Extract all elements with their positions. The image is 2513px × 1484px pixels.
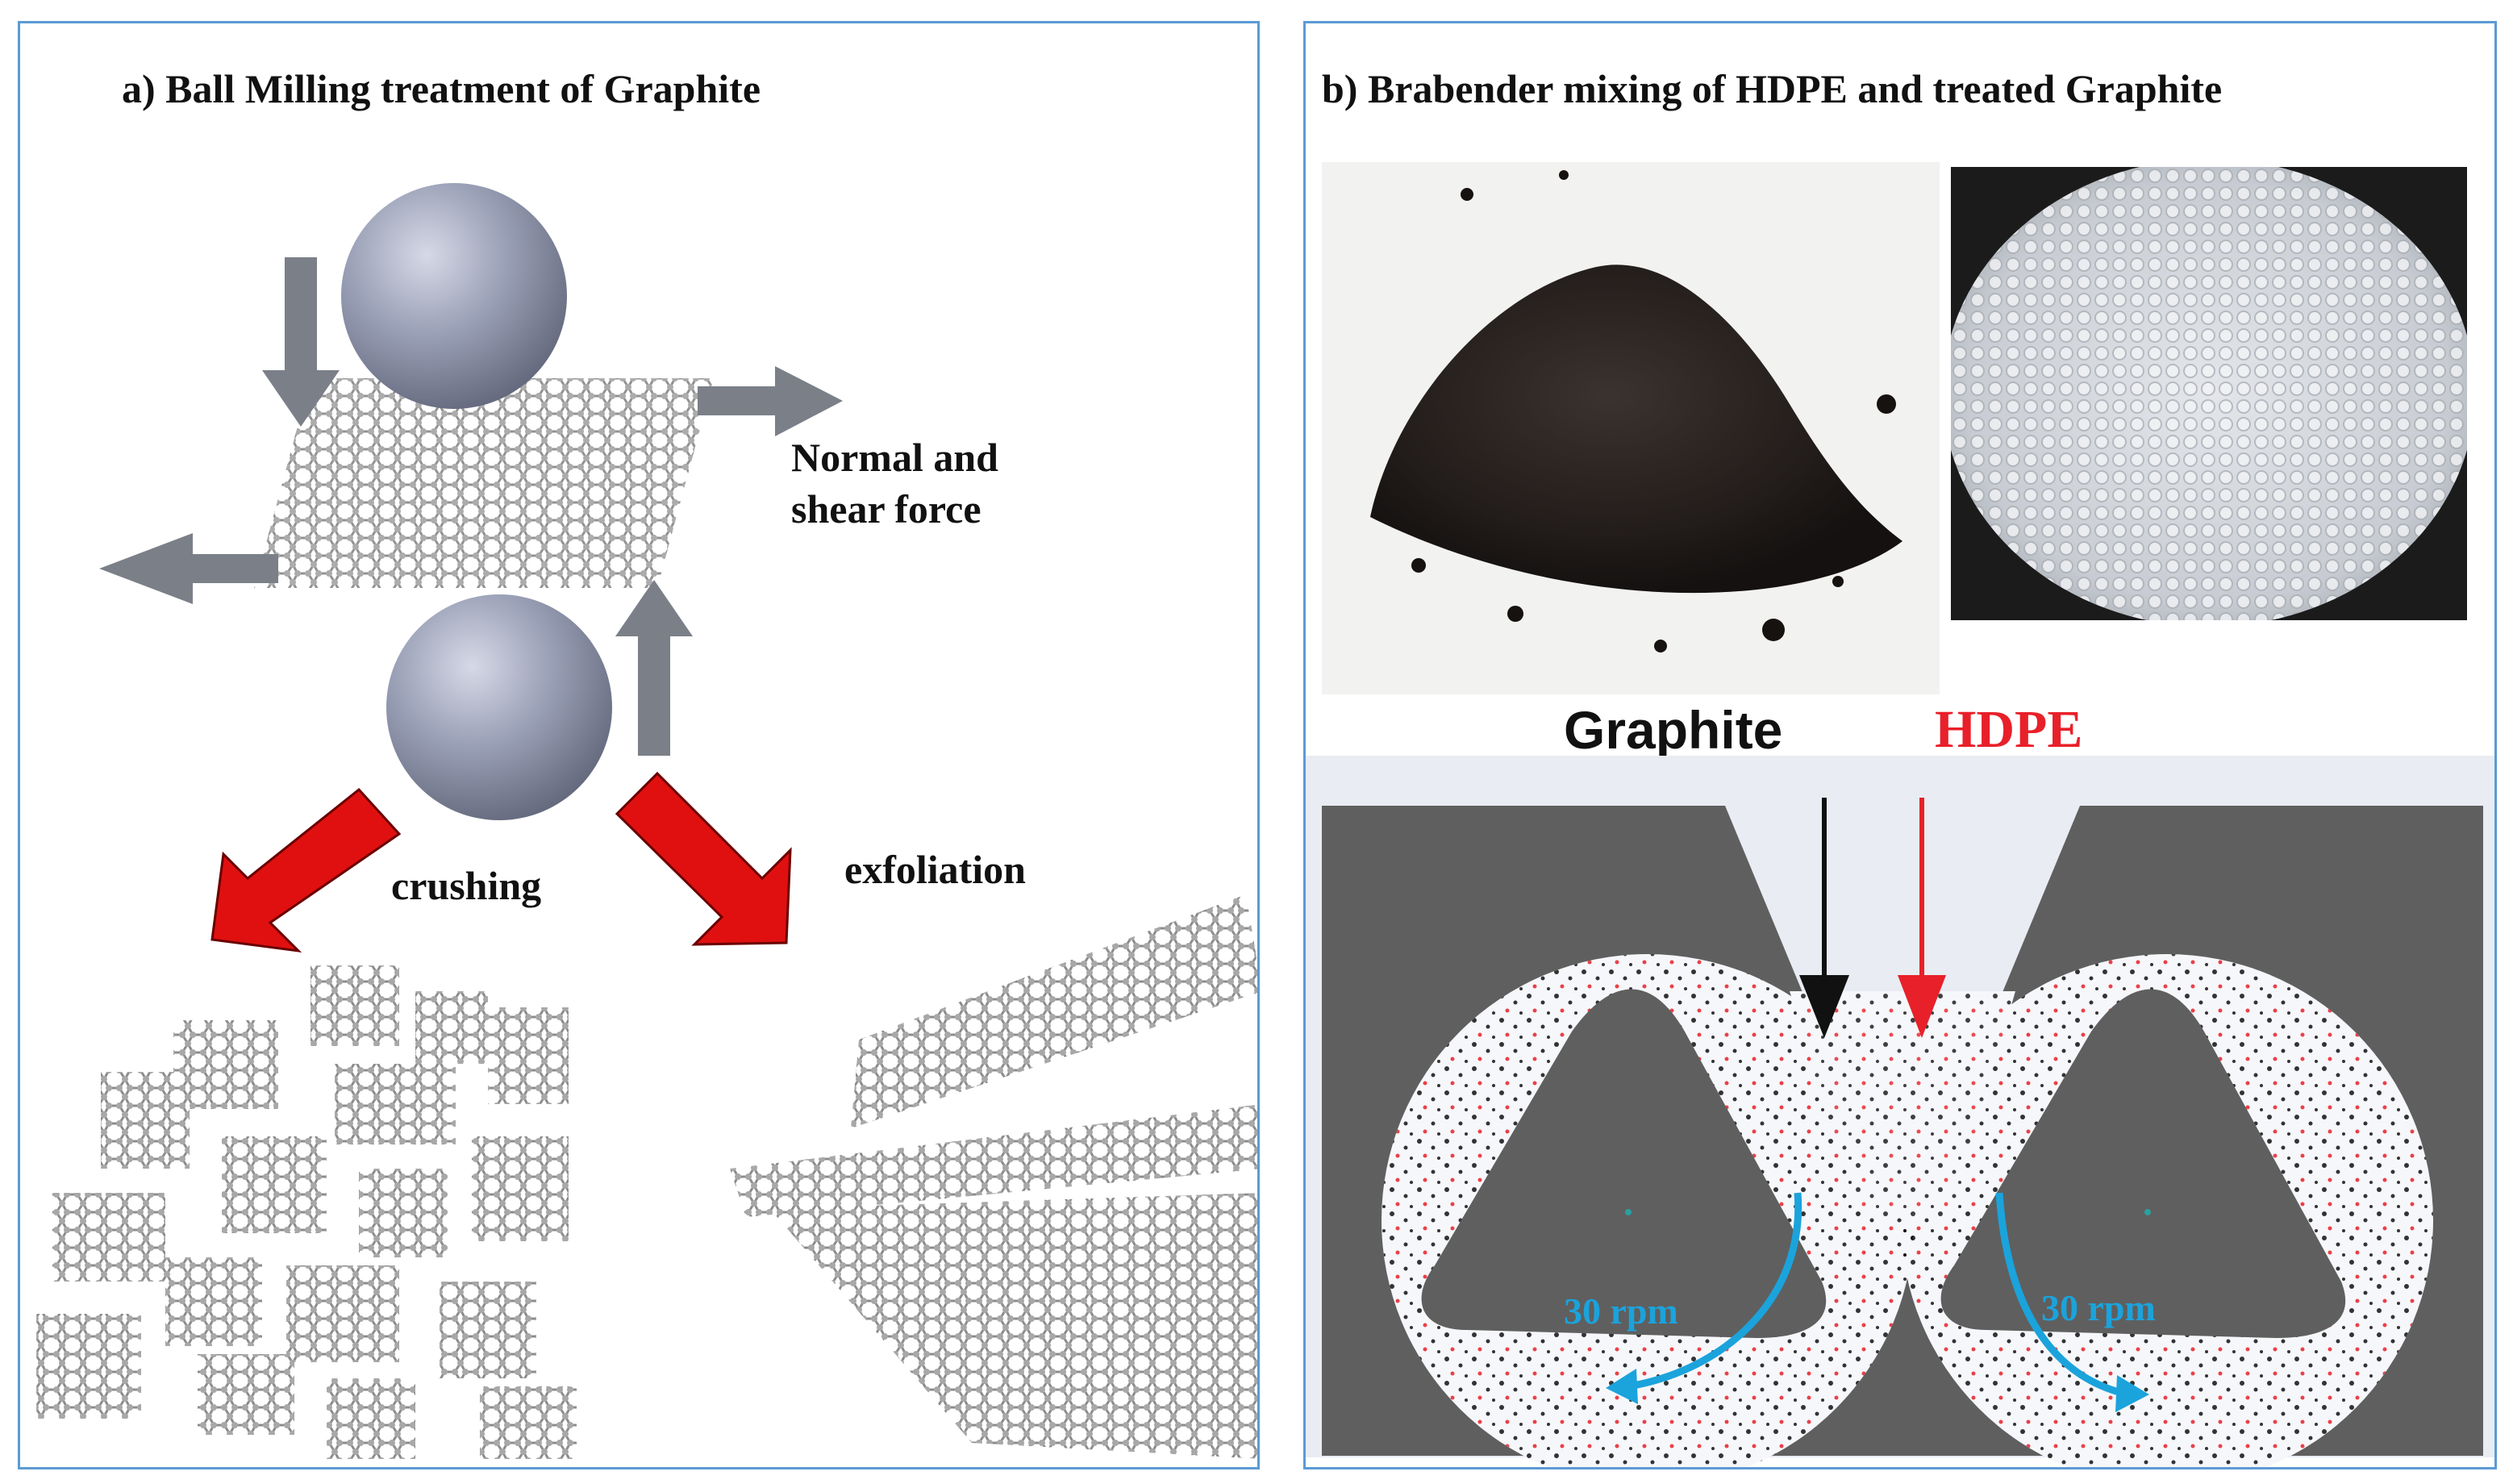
exfoliated-graphene-sheets	[730, 894, 1257, 1459]
force-label-line1: Normal and	[791, 435, 998, 480]
graphite-powder-photo	[1322, 162, 1940, 694]
red-process-arrows	[210, 771, 792, 953]
force-label: Normal and shear force	[791, 431, 998, 535]
rotation-arrows	[1627, 1192, 2129, 1399]
hdpe-pellets-photo	[1951, 167, 2467, 620]
crushing-label: crushing	[391, 863, 542, 908]
panel-a-title: a) Ball Milling treatment of Graphite	[122, 66, 761, 111]
crushed-graphite-fragments	[36, 965, 577, 1459]
milling-ball-icon	[386, 594, 612, 820]
graphene-sheet-icon	[254, 378, 714, 588]
force-label-line2: shear force	[791, 486, 981, 531]
exfoliation-label: exfoliation	[844, 847, 1026, 892]
left-rotor-icon	[1421, 989, 1827, 1338]
panel-ball-milling: a) Ball Milling treatment of Graphite	[18, 21, 1260, 1469]
milling-ball-icon	[341, 183, 567, 409]
right-rotor-icon	[1940, 989, 2346, 1338]
ball-milling-diagram	[36, 183, 1257, 1459]
graphite-feed-arrow	[1799, 798, 1849, 1038]
hdpe-feed-label: HDPE	[1935, 700, 2083, 759]
panel-brabender-mixing: b) Brabender mixing of HDPE and treated …	[1303, 21, 2497, 1469]
right-rotor-speed: 30 rpm	[2041, 1287, 2156, 1328]
force-arrows	[99, 257, 843, 756]
panel-b-title: b) Brabender mixing of HDPE and treated …	[1322, 66, 2223, 111]
hdpe-feed-arrow	[1898, 798, 1946, 1038]
graphite-feed-label: Graphite	[1564, 700, 1783, 760]
brabender-mixer-diagram	[1306, 756, 2494, 1467]
left-rotor-speed: 30 rpm	[1564, 1290, 1678, 1332]
